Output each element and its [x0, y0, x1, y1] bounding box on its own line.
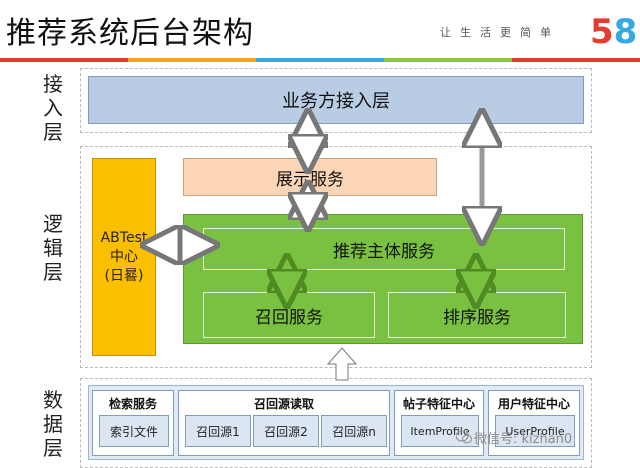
recall-source-n-box: 召回源n	[321, 415, 387, 447]
slogan: 让生活更简单	[440, 26, 560, 39]
user-profile-box: UserProfile	[495, 415, 575, 447]
user-feature-center-box: 用户特征中心 UserProfile	[488, 390, 580, 456]
recommend-core-container	[183, 214, 583, 344]
header-divider	[0, 58, 640, 62]
business-access-layer-box: 业务方接入层	[88, 76, 584, 124]
side-label-data: 数据层	[43, 388, 63, 460]
recommend-main-service-box: 推荐主体服务	[203, 228, 565, 270]
wechat-icon	[456, 430, 472, 444]
side-label-logic: 逻辑层	[43, 212, 63, 284]
recall-source-1-box: 召回源1	[185, 415, 251, 447]
abtest-center-box: ABTest 中心 (日晷)	[92, 158, 156, 356]
abtest-line-1: ABTest	[100, 229, 148, 246]
recall-source-read-box: 召回源读取 召回源1 召回源2 召回源n	[178, 390, 390, 456]
access-layer-frame	[80, 68, 592, 133]
user-feature-center-title: 用户特征中心	[497, 397, 570, 411]
ranking-service-box: 排序服务	[388, 292, 566, 338]
post-feature-center-box: 帖子特征中心 ItemProfile	[394, 390, 484, 456]
search-service-title: 检索服务	[108, 397, 157, 411]
index-file-box: 索引文件	[99, 415, 169, 447]
page-title: 推荐系统后台架构	[6, 16, 254, 51]
abtest-line-2: 中心	[110, 248, 138, 265]
recall-source-read-title: 召回源读取	[253, 397, 314, 411]
display-service-box: 展示服务	[183, 158, 437, 196]
watermark-text: 微信号: kizhan0	[474, 432, 573, 447]
search-service-box: 检索服务 索引文件	[92, 390, 174, 456]
post-feature-center-title: 帖子特征中心	[402, 397, 475, 411]
brand-logo: 58	[590, 12, 638, 52]
abtest-line-3: (日晷)	[104, 267, 144, 284]
item-profile-box: ItemProfile	[401, 415, 479, 447]
side-label-access: 接入层	[43, 72, 63, 144]
recall-service-box: 召回服务	[203, 292, 375, 338]
recall-source-2-box: 召回源2	[253, 415, 319, 447]
